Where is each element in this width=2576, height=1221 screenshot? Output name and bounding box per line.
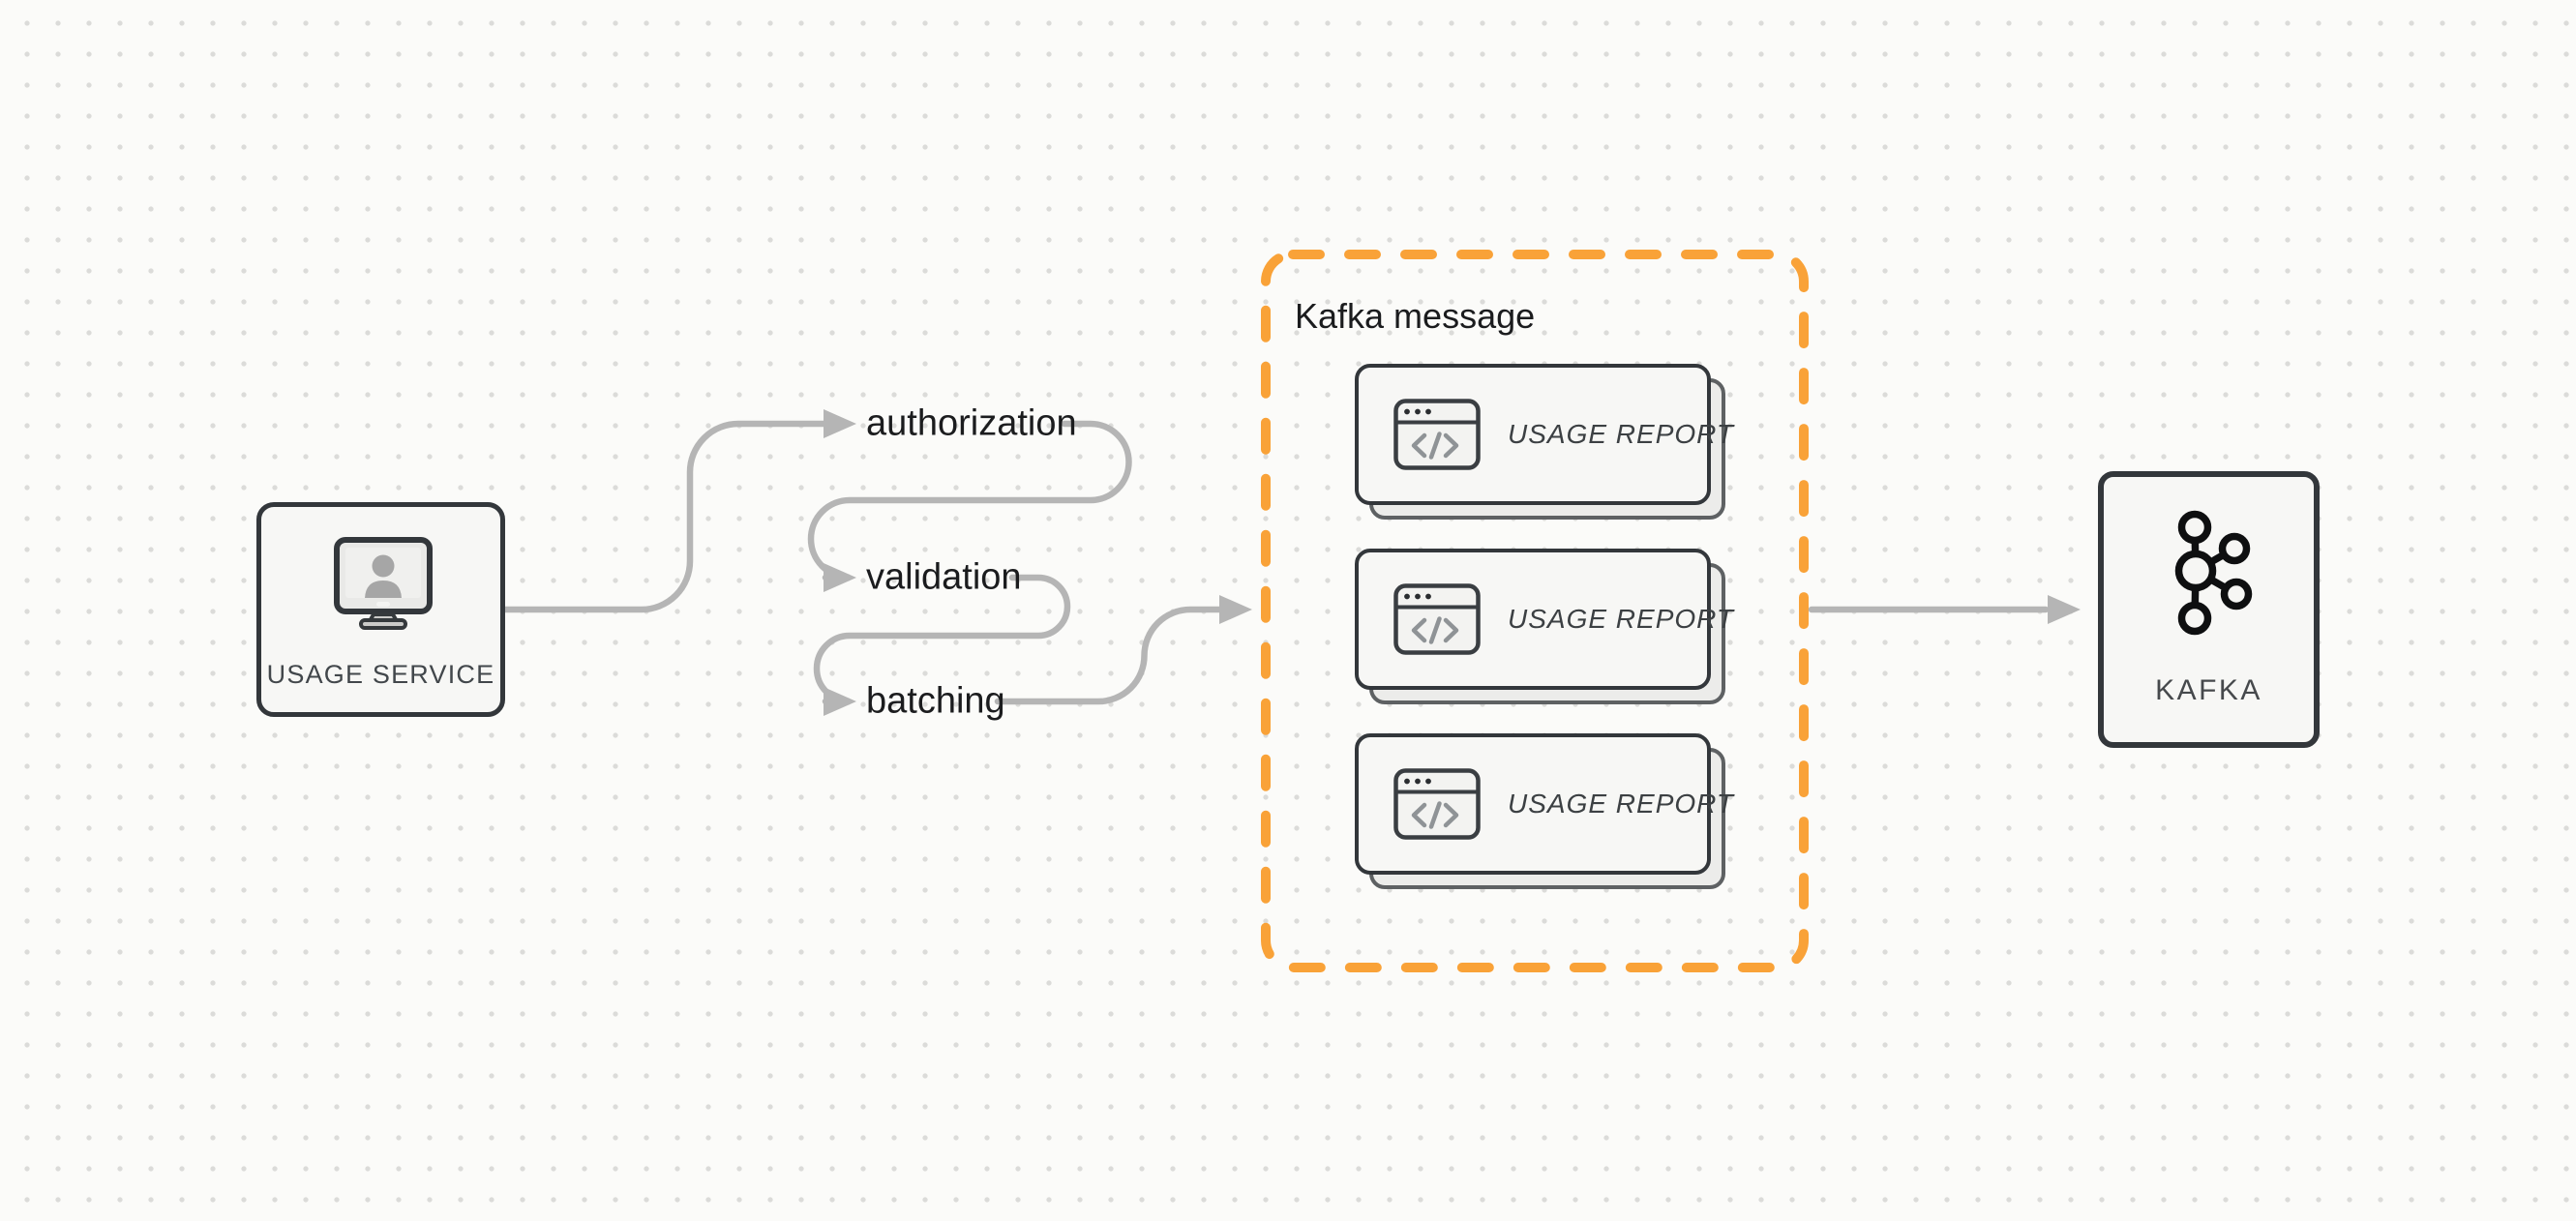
kafka-message-group-outline [1261, 250, 1809, 972]
code-window-icon [1393, 768, 1481, 840]
step-label-validation: validation [866, 556, 1022, 598]
arrowhead-validation [824, 563, 856, 592]
kafka-message-group-title: Kafka message [1295, 296, 1536, 336]
monitor-user-icon [334, 537, 433, 630]
arrowhead-batching [824, 687, 856, 716]
usage-report-card: USAGE REPORT [1355, 733, 1733, 875]
usage-report-card-2: USAGE REPORT [1355, 549, 1733, 704]
code-window-icon [1393, 583, 1481, 655]
arrowhead-kafka [2048, 595, 2081, 624]
usage-report-label: USAGE REPORT [1508, 419, 1734, 449]
usage-report-card: USAGE REPORT [1355, 549, 1733, 690]
edge-usage-service-to-authorization [501, 420, 829, 613]
usage-report-card-3: USAGE REPORT [1355, 733, 1733, 889]
arrowhead-kafka-message [1219, 595, 1252, 624]
usage-report-card-1: USAGE REPORT [1355, 364, 1733, 520]
edge-batching-to-kafka-message [994, 606, 1225, 705]
arrowhead-authorization [824, 409, 856, 438]
kafka-logo-icon [2174, 510, 2253, 636]
usage-service-label: USAGE SERVICE [266, 660, 495, 689]
step-label-batching: batching [866, 680, 1005, 722]
node-kafka: KAFKA [2098, 471, 2320, 748]
step-label-authorization: authorization [866, 402, 1077, 444]
edge-authorization-to-validation [807, 420, 1132, 581]
usage-report-label: USAGE REPORT [1508, 604, 1734, 634]
usage-report-card: USAGE REPORT [1355, 364, 1733, 505]
kafka-label: KAFKA [2155, 674, 2262, 706]
node-usage-service: USAGE SERVICE [256, 502, 505, 717]
code-window-icon [1393, 399, 1481, 470]
usage-report-label: USAGE REPORT [1508, 789, 1734, 819]
